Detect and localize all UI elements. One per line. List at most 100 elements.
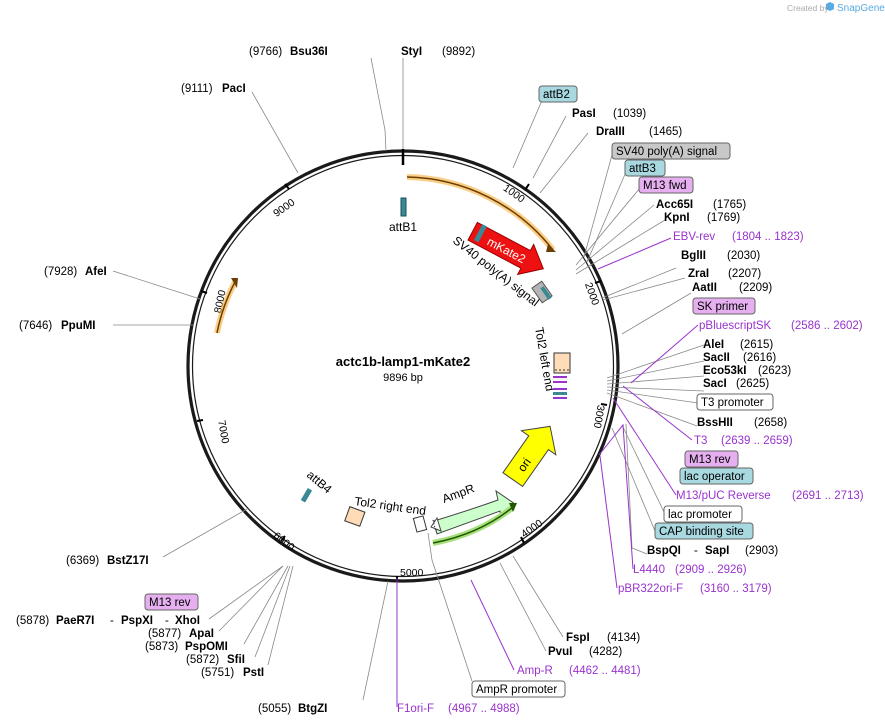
sv40-box-tag [611, 142, 731, 160]
pbr322ori-f-range: (3160 .. 3179) [700, 583, 772, 595]
amp-r-range: (4462 .. 4481) [569, 665, 641, 677]
alei-name: AleI [703, 339, 724, 351]
bspqi-name: BspQI [647, 545, 681, 557]
m13-rev-box-left [144, 593, 199, 611]
t3-primer-range: (2639 .. 2659) [721, 435, 793, 447]
aatii-pos: (2209) [739, 282, 772, 294]
ampr-label: AmpR [440, 481, 476, 506]
credit-text: Created by [787, 3, 829, 13]
fspi-name: FspI [566, 632, 590, 644]
ppumi-pos: (7646) [19, 320, 52, 332]
alei-pos: (2615) [740, 339, 773, 351]
tick-label-2000: 2000 [582, 281, 601, 307]
ampr-promoter-dash [432, 519, 437, 533]
cap-binding-site-label: CAP binding site [659, 526, 744, 538]
tol2-right-box [344, 506, 366, 527]
attb2-box-label: attB2 [543, 89, 570, 101]
pspxi-name: PspXI [121, 615, 153, 627]
t3-promoter-box [696, 393, 774, 411]
bglii-name: BglII [681, 250, 706, 262]
m13-puc-reverse-name: M13/pUC Reverse [676, 490, 771, 502]
pvui-name: PvuI [548, 646, 572, 658]
bglii-pos: (2030) [727, 250, 760, 262]
m13-fwd-label: M13 fwd [643, 180, 686, 192]
bspqi-dash: - [694, 545, 698, 557]
pasi-name: PasI [572, 108, 596, 120]
plasmid-size: 9896 bp [383, 372, 423, 384]
kpni-pos: (1769) [707, 212, 740, 224]
styi-pos: (9892) [442, 46, 475, 58]
afei-name: AfeI [85, 266, 107, 278]
tick-label-3000: 3000 [591, 404, 607, 429]
plasmid-name: actc1b-lamp1-mKate2 [336, 354, 470, 369]
pbluescriptsk-name: pBluescriptSK [699, 320, 772, 332]
orange-arc-left-line [216, 281, 236, 334]
lac-operator-box [679, 467, 754, 485]
saci-pos: (2625) [736, 378, 769, 390]
bsshii-pos: (2658) [754, 417, 787, 429]
acc65i-name: Acc65I [656, 199, 693, 211]
paer7i-dash: - [110, 615, 114, 627]
l4440-range: (2909 .. 2926) [675, 564, 747, 576]
amp-r-name: Amp-R [517, 665, 553, 677]
lac-promoter-label: lac promoter [668, 509, 732, 521]
sv40-box-tag-label: SV40 poly(A) signal [616, 146, 717, 158]
psti-name: PstI [243, 667, 264, 679]
orange-arc-left-head [231, 278, 238, 288]
credit-brand: SnapGene [837, 3, 885, 14]
attb1-label: attB1 [389, 220, 417, 234]
paci-pos: (9111) [181, 83, 213, 95]
apai-name: ApaI [189, 628, 214, 640]
pbr322ori-f-name: pBR322ori-F [618, 583, 683, 595]
afei-pos: (7928) [44, 266, 77, 278]
lac-operator-label: lac operator [684, 471, 745, 483]
ampr-promoter-label: AmpR promoter [476, 684, 557, 696]
m13-puc-reverse-range: (2691 .. 2713) [792, 490, 864, 502]
f1ori-f-range: (4967 .. 4988) [448, 703, 520, 715]
ampr-promoter-arrow [430, 516, 442, 532]
pasi-pos: (1039) [613, 108, 646, 120]
pvui-pos: (4282) [589, 646, 622, 658]
m13-rev-label-right: M13 rev [689, 454, 731, 466]
paci-name: PacI [222, 83, 246, 95]
pbluescriptsk-range: (2586 .. 2602) [791, 320, 863, 332]
orange-arc-top-line [406, 176, 554, 251]
sacii-pos: (2616) [743, 352, 776, 364]
kpni-name: KpnI [664, 212, 690, 224]
attb2-marker [474, 224, 487, 243]
bsu36i-name: Bsu36I [290, 46, 328, 58]
attb4-marker [300, 487, 313, 503]
xhoi-name: XhoI [175, 615, 200, 627]
tick-label-5000: 5000 [400, 567, 424, 579]
ampr-promoter-box [471, 680, 566, 698]
eco53ki-pos: (2623) [758, 365, 791, 377]
tick-label-7000: 7000 [215, 419, 231, 444]
tick-label-1000: 1000 [501, 182, 527, 205]
cap-binding-site-box [654, 522, 754, 540]
acc65i-pos: (1765) [713, 199, 746, 211]
m13-rev-label-left: M13 rev [149, 597, 191, 609]
tol2-left-box [553, 352, 571, 374]
ebv-rev-name: EBV-rev [673, 231, 715, 243]
cloning-site-marks [553, 376, 567, 399]
bsshii-name: BssHII [697, 417, 733, 429]
sacii-name: SacII [703, 352, 730, 364]
ampr-green-arc-line [432, 506, 514, 544]
bsu36i-pos: (9766) [249, 46, 282, 58]
f1ori-f-name: F1ori-F [397, 703, 434, 715]
primer-lines [396, 237, 699, 707]
lac-promoter-box [663, 505, 743, 523]
attb3-box-label: attB3 [629, 163, 656, 175]
sk-primer-box [692, 297, 756, 315]
eco53ki-name: Eco53kI [703, 365, 746, 377]
paer7i-pos: (5878) [16, 615, 49, 627]
aatii-name: AatII [692, 282, 717, 294]
tick-label-9000: 9000 [271, 196, 297, 219]
ori-label: ori [515, 455, 534, 474]
paer7i-name: PaeR7I [56, 615, 94, 627]
m13-fwd-box [638, 176, 694, 194]
sfii-name: SfiI [227, 654, 245, 666]
saci-name: SacI [703, 378, 727, 390]
t3-promoter-label: T3 promoter [701, 397, 764, 409]
